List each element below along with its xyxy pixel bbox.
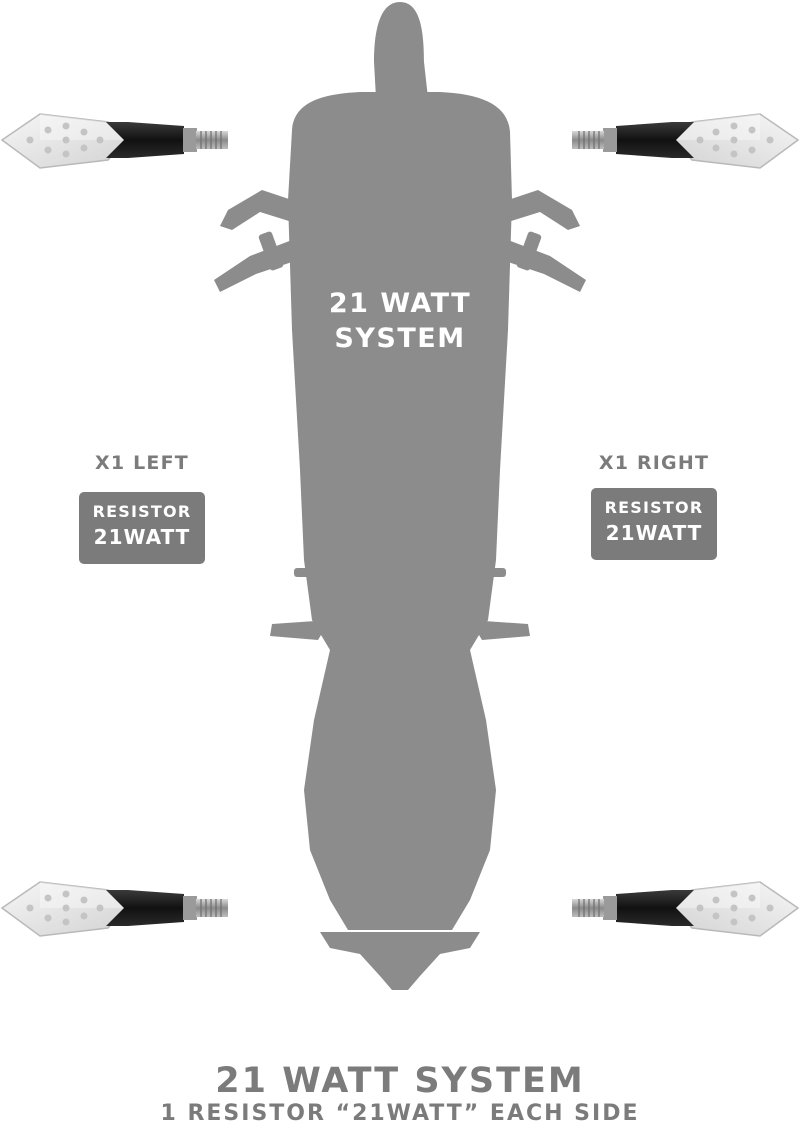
system-label-line2: SYSTEM <box>334 323 466 354</box>
right-resistor-label: RESISTOR <box>604 498 704 517</box>
left-resistor-badge: RESISTOR 21WATT <box>79 492 205 564</box>
right-side-title: X1 RIGHT <box>598 452 710 474</box>
indicator-rear-left <box>1 881 229 937</box>
indicator-rear-right <box>571 881 799 937</box>
motorcycle-silhouette <box>214 2 586 990</box>
left-side-title: X1 LEFT <box>95 452 189 474</box>
caption-subtitle: 1 RESISTOR “21WATT” EACH SIDE <box>160 1101 640 1126</box>
indicator-front-right <box>571 113 799 169</box>
system-label-line1: 21 WATT <box>328 288 472 319</box>
left-resistor-rating: 21WATT <box>93 525 191 549</box>
right-resistor-rating: 21WATT <box>605 521 703 545</box>
indicator-front-left <box>1 113 229 169</box>
caption-title: 21 WATT SYSTEM <box>215 1061 585 1101</box>
right-resistor-badge: RESISTOR 21WATT <box>591 488 717 560</box>
system-label: 21 WATT SYSTEM <box>300 286 500 356</box>
left-resistor-label: RESISTOR <box>92 502 192 521</box>
